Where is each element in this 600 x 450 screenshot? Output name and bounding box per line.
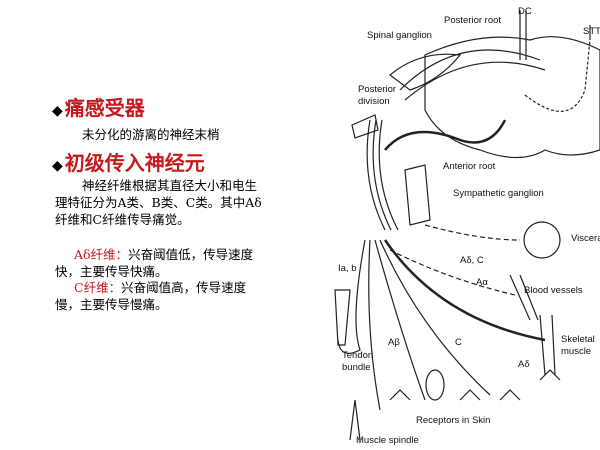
- sympathetic-ganglion: [404, 164, 431, 226]
- label-anterior-root: Anterior root: [443, 161, 496, 172]
- heading-pain-receptor: ◆痛感受器: [52, 92, 145, 121]
- para-line: 理特征分为A类、B类、C类。其中Aδ: [55, 195, 262, 210]
- label-skeletal-muscle-1: Skeletal: [561, 334, 595, 345]
- blood-vessel-branch: [389, 249, 516, 296]
- c-text: 兴奋阈值高，传导速度: [121, 280, 247, 295]
- text-free-nerve-endings: 未分化的游离的神经末梢: [82, 127, 220, 142]
- label-c: C: [455, 337, 462, 348]
- label-a-alpha: Aα: [476, 277, 488, 288]
- heading-text: 痛感受器: [64, 96, 145, 120]
- spinal-nerve-diagram: [334, 10, 600, 441]
- heading-primary-afferent: ◆初级传入神经元: [52, 147, 205, 176]
- label-posterior-division-2: division: [358, 96, 390, 107]
- label-dc: DC: [518, 6, 532, 17]
- label-a-delta: Aδ: [518, 359, 530, 370]
- label-blood-vessels: Blood vessels: [524, 285, 583, 296]
- adelta-line1: Aδ纤维：兴奋阈值低，传导速度: [74, 246, 253, 263]
- blood-vessel-icon: [509, 274, 539, 321]
- a-alpha-fiber: [383, 239, 546, 342]
- muscle-spindle-icon: [349, 399, 361, 441]
- label-a-beta: Aβ: [388, 337, 400, 348]
- heading-text: 初级传入神经元: [64, 151, 205, 175]
- label-posterior-division-1: Posterior: [358, 84, 397, 95]
- c-fiber: [374, 239, 491, 401]
- label-tendon-bundle-2: bundle: [342, 362, 371, 373]
- tendon-bundle-icon: [334, 289, 351, 346]
- para-line: 纤维和C纤维传导痛觉。: [55, 212, 190, 227]
- label-receptors-in-skin: Receptors in Skin: [416, 415, 491, 426]
- spinal-cord-outline: [424, 36, 600, 159]
- c-label: C纤维：: [74, 280, 122, 295]
- skin-receptors: [389, 369, 561, 401]
- label-adelta-c: Aδ, C: [460, 255, 484, 266]
- para-line: 神经纤维根据其直径大小和电生: [82, 178, 258, 193]
- anterior-root: [384, 119, 507, 151]
- skeletal-muscle-icon: [539, 314, 556, 376]
- posterior-root: [399, 49, 546, 101]
- diamond-bullet-icon: ◆: [52, 158, 63, 174]
- c-line1: C纤维：兴奋阈值高，传导速度: [74, 279, 246, 296]
- nerve-trunk: [366, 119, 399, 231]
- label-ia-b: Ia, b: [338, 263, 357, 274]
- dc-arrows: [519, 10, 591, 60]
- c-line2: 慢，主要传导慢痛。: [55, 297, 168, 312]
- label-skeletal-muscle-2: muscle: [561, 346, 592, 357]
- spinal-ganglion: [389, 53, 462, 91]
- pacinian-corpuscle-icon: [425, 369, 445, 401]
- adelta-label: Aδ纤维：: [74, 247, 129, 262]
- diamond-bullet-icon: ◆: [52, 103, 63, 119]
- adelta-line2: 快，主要传导快痛。: [55, 264, 168, 279]
- viscera-icon: [523, 221, 561, 259]
- posterior-division: [351, 114, 379, 139]
- visceral-branch: [424, 224, 521, 241]
- label-spinal-ganglion: Spinal ganglion: [367, 30, 432, 41]
- label-tendon-bundle-1: Tendon: [342, 350, 374, 361]
- label-viscera: Viscera: [571, 233, 600, 244]
- stt-tract: [524, 39, 591, 112]
- label-posterior-root: Posterior root: [444, 15, 502, 26]
- adelta-text: 兴奋阈值低，传导速度: [128, 247, 254, 262]
- label-sympathetic-ganglion: Sympathetic ganglion: [453, 188, 544, 199]
- a-beta-fiber: [337, 239, 381, 411]
- label-muscle-spindle: Muscle spindle: [356, 435, 419, 446]
- label-stt: STT: [583, 26, 600, 37]
